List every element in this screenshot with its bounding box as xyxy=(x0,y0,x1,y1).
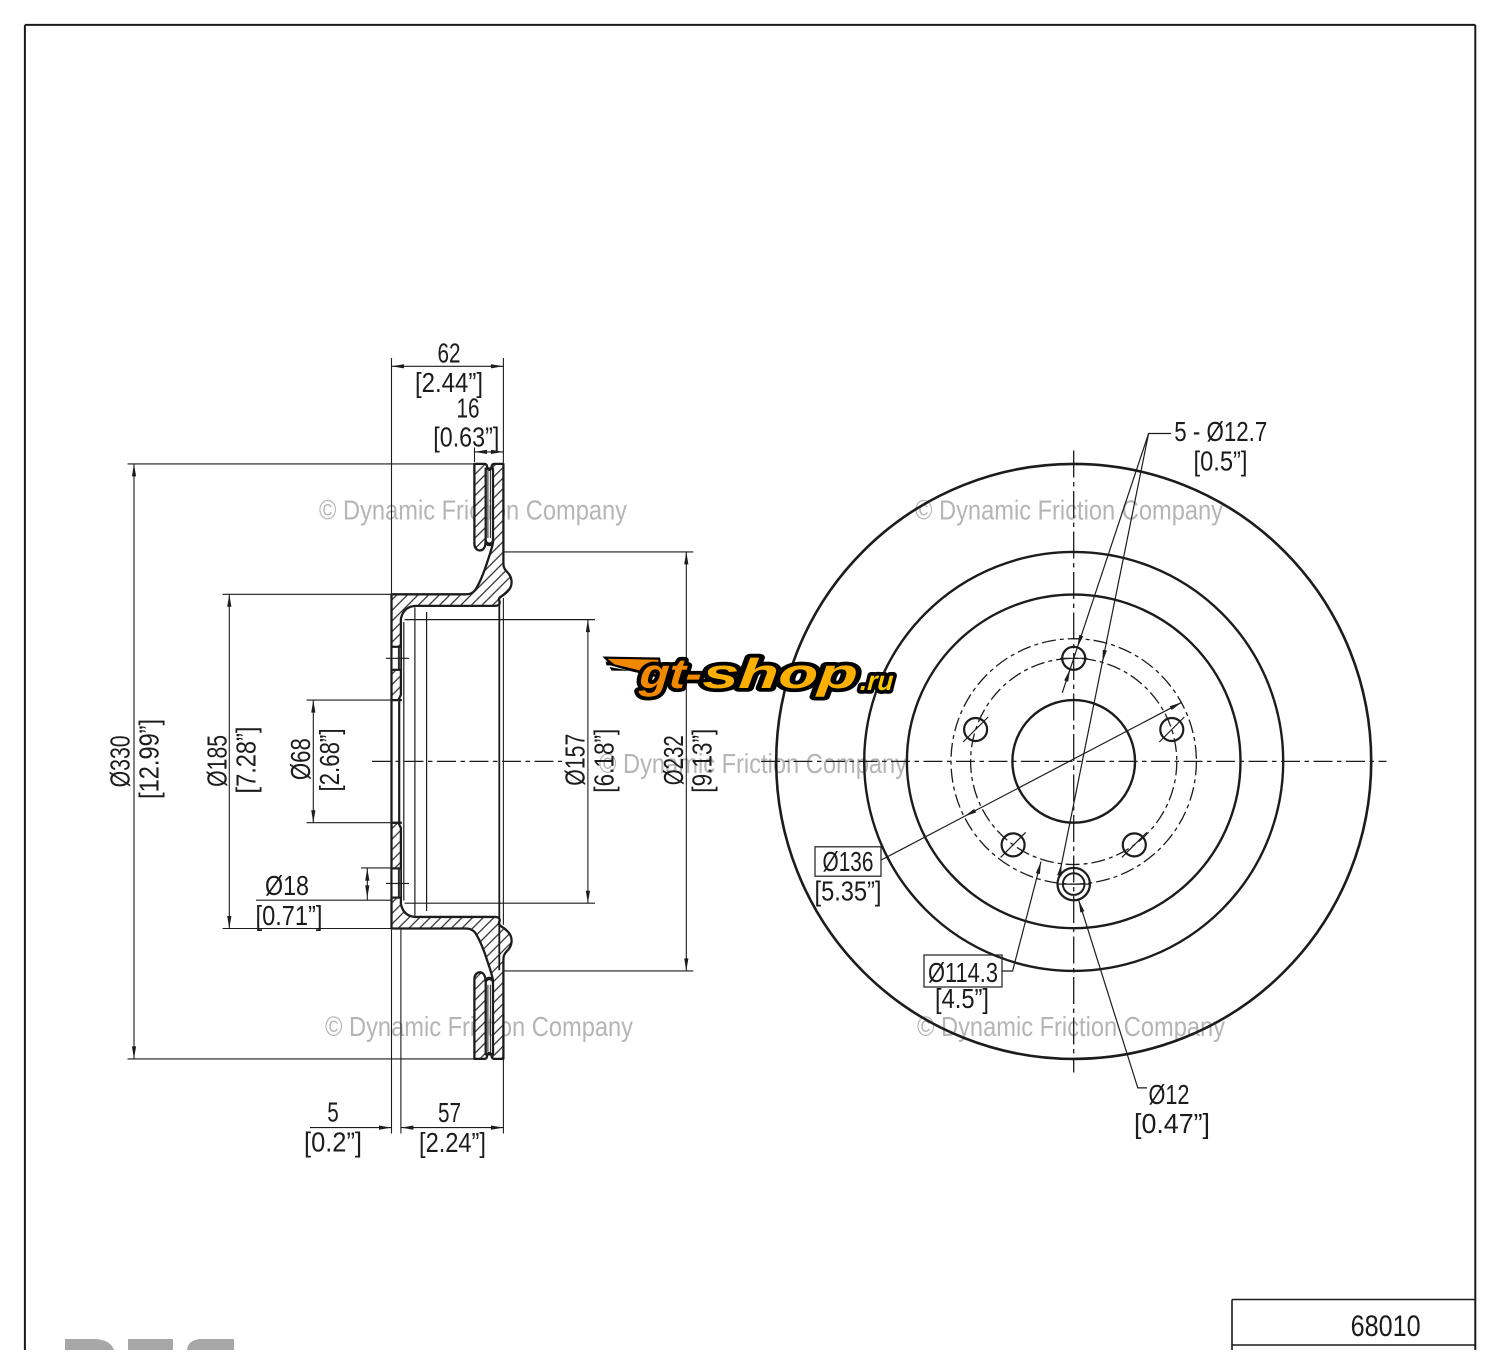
svg-text:[0.63”]: [0.63”] xyxy=(433,421,499,452)
svg-text:[2.68”]: [2.68”] xyxy=(314,729,345,792)
svg-text:© Dynamic Friction Company: © Dynamic Friction Company xyxy=(915,495,1223,526)
svg-text:Ø136: Ø136 xyxy=(823,846,874,877)
svg-text:[0.71”]: [0.71”] xyxy=(256,900,323,931)
svg-text:68010: 68010 xyxy=(1351,1310,1421,1343)
svg-text:gt-: gt- xyxy=(637,650,703,697)
svg-text:[2.44”]: [2.44”] xyxy=(415,367,483,398)
svg-text:Ø12: Ø12 xyxy=(1149,1079,1190,1110)
svg-text:Ø330: Ø330 xyxy=(105,735,136,787)
svg-text:© Dynamic Friction Company: © Dynamic Friction Company xyxy=(319,495,627,526)
svg-text:16: 16 xyxy=(457,392,480,423)
svg-text:62: 62 xyxy=(438,338,461,369)
svg-text:[9.13”]: [9.13”] xyxy=(686,729,717,793)
svg-text:Ø232: Ø232 xyxy=(658,735,689,785)
svg-text:shop: shop xyxy=(701,650,859,697)
svg-text:Ø114.3: Ø114.3 xyxy=(928,957,998,988)
svg-text:5 - Ø12.7: 5 - Ø12.7 xyxy=(1174,416,1267,447)
svg-text:[2.24”]: [2.24”] xyxy=(419,1127,486,1158)
svg-text:[4.5”]: [4.5”] xyxy=(935,983,989,1014)
svg-text:57: 57 xyxy=(438,1097,461,1128)
svg-text:.ru: .ru xyxy=(859,666,895,696)
svg-text:Ø68: Ø68 xyxy=(285,738,316,780)
svg-text:Ø18: Ø18 xyxy=(265,870,309,901)
svg-text:[7.28”]: [7.28”] xyxy=(230,727,261,794)
svg-text:© Dynamic Friction Company: © Dynamic Friction Company xyxy=(917,1011,1225,1042)
svg-text:[0.5”]: [0.5”] xyxy=(1194,446,1248,477)
svg-text:Ø185: Ø185 xyxy=(201,735,232,787)
svg-text:[12.99”]: [12.99”] xyxy=(134,719,165,799)
svg-text:[6.18”]: [6.18”] xyxy=(588,729,619,793)
svg-text:5: 5 xyxy=(327,1097,339,1128)
svg-text:© Dynamic Friction Company: © Dynamic Friction Company xyxy=(599,748,907,779)
svg-text:Ø157: Ø157 xyxy=(560,734,591,786)
svg-text:[0.47”]: [0.47”] xyxy=(1134,1108,1210,1139)
svg-text:[5.35”]: [5.35”] xyxy=(815,876,882,907)
svg-text:[0.2”]: [0.2”] xyxy=(304,1127,362,1158)
